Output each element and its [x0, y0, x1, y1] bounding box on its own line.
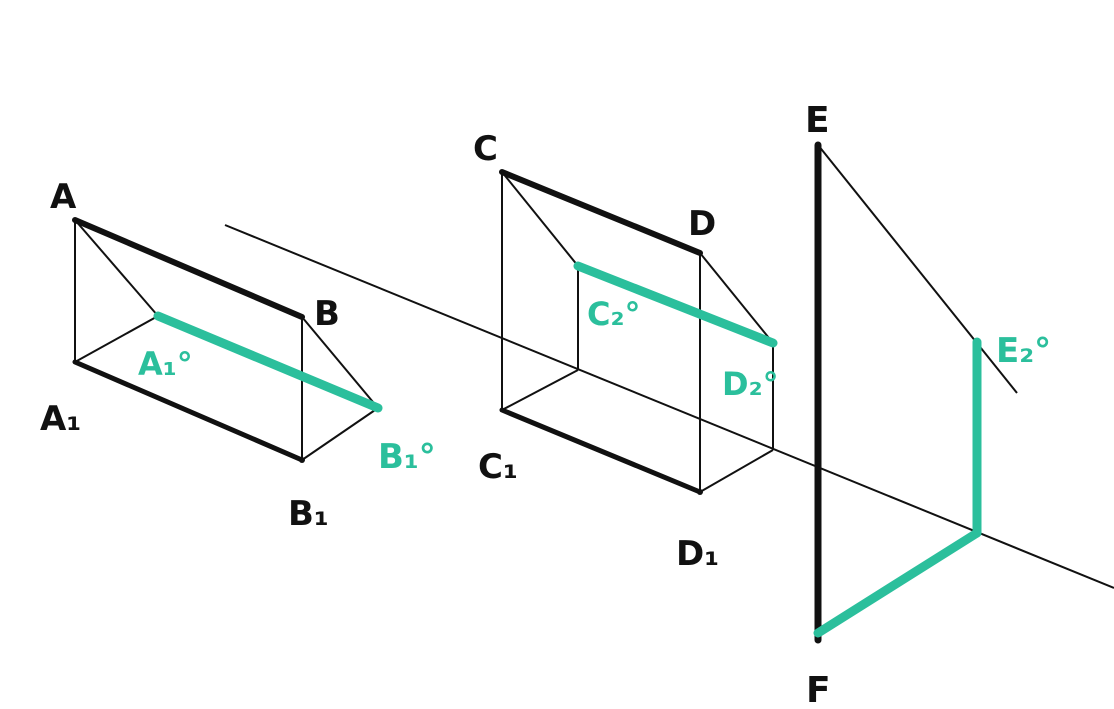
ray-b1-to-b1proj: [301, 407, 379, 461]
label-b1-proj: B₁°: [378, 437, 436, 477]
label-c1: C₁: [478, 447, 518, 487]
point-b1: [299, 457, 305, 463]
label-e2-proj: E₂°: [996, 331, 1051, 371]
label-d1: D₁: [676, 534, 719, 574]
label-c: C: [473, 129, 498, 169]
horizon-line: [224, 224, 1114, 589]
segment-a1b1: [72, 359, 305, 463]
ray-a-to-a1proj: [74, 219, 159, 317]
label-f: F: [806, 670, 831, 709]
label-e: E: [805, 100, 830, 141]
ray-d-to-d2proj: [699, 252, 774, 344]
label-a1-proj: A₁°: [138, 345, 193, 383]
ray-e-to-e2proj: [817, 144, 1018, 394]
labels: A B A₁ B₁ A₁° B₁° C D C₁ D₁ C₂° D₂° E F …: [40, 100, 1051, 709]
segment-ab: [72, 217, 305, 320]
point-d1: [697, 489, 703, 495]
figure-ab: [72, 217, 383, 463]
ray-c-to-c2proj: [501, 171, 579, 267]
label-c2-proj: C₂°: [587, 295, 641, 333]
ray-d1-to-d2proj-base: [699, 449, 774, 493]
projection-cd: [573, 261, 778, 348]
figure-cd: [499, 169, 778, 495]
label-d: D: [688, 204, 716, 244]
projection-ab: [153, 311, 383, 413]
label-b1: B₁: [288, 494, 329, 534]
label-a1: A₁: [40, 399, 81, 439]
figure-ef: [813, 141, 1018, 644]
label-a: A: [50, 177, 77, 217]
segment-cd: [499, 169, 703, 256]
ray-b-to-b1proj: [301, 316, 379, 409]
segment-c1d1: [499, 407, 703, 495]
ray-a1-to-a1proj: [74, 315, 159, 363]
label-d2-proj: D₂°: [722, 365, 779, 403]
projection-f-base: [813, 528, 982, 638]
label-b: B: [314, 294, 340, 334]
ray-c1-to-c2proj-base: [501, 369, 579, 411]
